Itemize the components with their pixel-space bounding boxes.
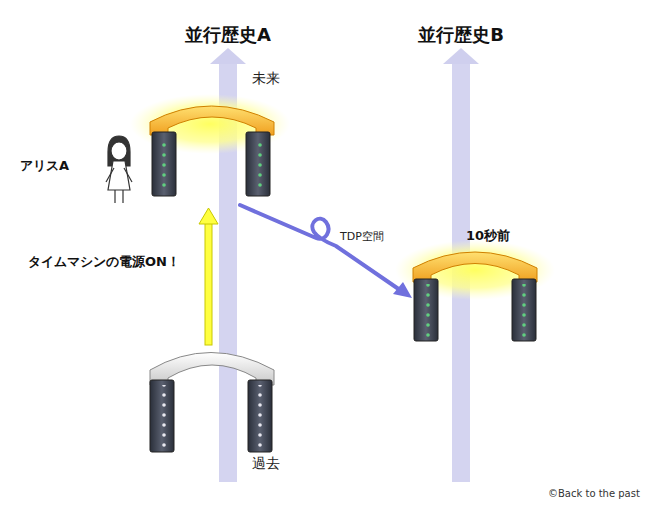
action-label: タイムマシンの電源ON！ [28, 254, 180, 270]
time-machine-on [395, 240, 555, 341]
tdp-jump-arrow [240, 205, 412, 298]
space-label: TDP空間 [338, 230, 386, 243]
time-direction: 未来 [252, 70, 280, 87]
time-offset: 10秒前 [466, 228, 510, 244]
time-machine-off [150, 353, 274, 453]
timeline-title: 並行歴史B [418, 24, 504, 46]
power-on-arrow [199, 208, 218, 345]
time-direction: 過去 [252, 455, 280, 472]
alice-figure [106, 136, 132, 203]
time-machine-on [130, 94, 290, 196]
timeline-title: 並行歴史A [185, 24, 271, 46]
character-name: アリスA [20, 158, 69, 174]
copyright-note: ©Back to the past [548, 488, 640, 500]
